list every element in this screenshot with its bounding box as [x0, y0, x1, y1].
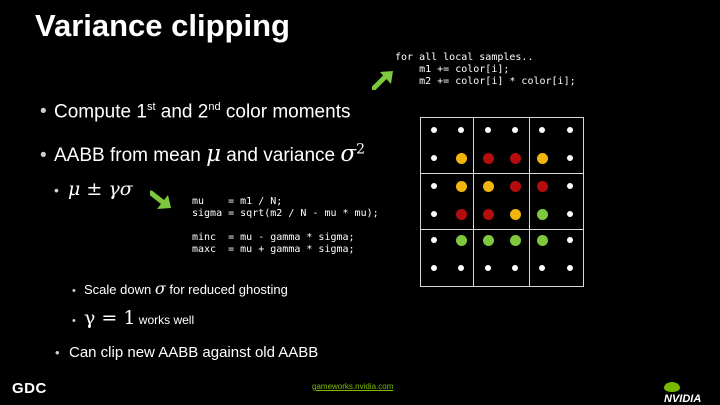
- squared: 2: [356, 141, 365, 158]
- text: and variance: [221, 145, 341, 166]
- bullet-dot: •: [40, 145, 47, 166]
- sample-dot-white: [431, 211, 437, 217]
- grid-line: [421, 173, 583, 174]
- sample-dot-green: [536, 208, 548, 220]
- sample-dot-white: [567, 265, 573, 271]
- formula: μ ± γσ: [68, 178, 133, 200]
- arrow-icon: [372, 71, 393, 90]
- mu-symbol: μ: [206, 141, 222, 167]
- sample-dot-green: [455, 234, 467, 246]
- bullet-dot: •: [40, 101, 47, 123]
- sample-dot-white: [567, 237, 573, 243]
- sample-dot-white: [567, 211, 573, 217]
- sample-dot-red: [509, 180, 521, 192]
- sup-st: st: [146, 101, 156, 113]
- sample-dot-red: [482, 152, 494, 164]
- sample-dot-white: [567, 127, 573, 133]
- sample-dot-white: [539, 127, 545, 133]
- brand-text: NVIDIA: [664, 393, 702, 405]
- code-local-samples: for all local samples.. m1 += color[i]; …: [395, 52, 576, 87]
- text: color moments: [220, 101, 351, 123]
- sample-dot-yellow: [509, 208, 521, 220]
- sample-dot-red: [455, 208, 467, 220]
- sigma-symbol: σ: [154, 279, 166, 298]
- bullet-dot: •: [72, 315, 76, 327]
- sample-dot-white: [567, 183, 573, 189]
- sample-dot-red: [509, 152, 521, 164]
- grid-line: [473, 118, 474, 286]
- nvidia-eye-icon: [664, 382, 680, 393]
- sample-grid: [420, 117, 584, 287]
- sample-dot-yellow: [455, 152, 467, 164]
- grid-line: [421, 229, 583, 230]
- code-mu-sigma: mu = m1 / N; sigma = sqrt(m2 / N - mu * …: [192, 196, 379, 255]
- bullet-gamma-one: • γ = 1 works well: [72, 307, 194, 329]
- bullet-compute-moments: • Compute 1st and 2nd color moments: [40, 101, 350, 123]
- sigma-symbol: σ: [340, 141, 357, 167]
- footer-link[interactable]: gameworks.nvidia.com: [312, 382, 394, 391]
- bullet-mu-gamma-sigma: • μ ± γσ: [54, 178, 133, 201]
- bullet-clip-aabb: • Can clip new AABB against old AABB: [55, 344, 318, 361]
- sample-dot-white: [458, 265, 464, 271]
- sample-dot-green: [509, 234, 521, 246]
- sample-dot-green: [536, 234, 548, 246]
- sample-dot-white: [512, 127, 518, 133]
- sup-nd: nd: [208, 101, 221, 113]
- sample-dot-white: [567, 155, 573, 161]
- formula: γ = 1: [84, 307, 136, 329]
- sample-dot-white: [485, 127, 491, 133]
- sample-dot-white: [431, 155, 437, 161]
- sample-dot-green: [482, 234, 494, 246]
- bullet-dot: •: [55, 345, 60, 360]
- sample-dot-red: [536, 180, 548, 192]
- gdc-logo: GDC: [12, 380, 47, 397]
- sample-dot-yellow: [455, 180, 467, 192]
- bullet-scale-down-sigma: • Scale down σ for reduced ghosting: [72, 279, 288, 298]
- sample-dot-white: [485, 265, 491, 271]
- sample-dot-red: [482, 208, 494, 220]
- sample-dot-white: [431, 127, 437, 133]
- text: Scale down: [84, 282, 155, 297]
- sample-dot-white: [431, 183, 437, 189]
- grid-line: [529, 118, 530, 286]
- bullet-dot: •: [72, 285, 76, 297]
- text: for reduced ghosting: [165, 282, 288, 297]
- text: AABB from mean: [54, 145, 207, 166]
- arrow-icon: [150, 190, 171, 209]
- text: works well: [135, 313, 195, 327]
- sample-dot-white: [431, 237, 437, 243]
- bullet-aabb-mean-variance: • AABB from mean μ and variance σ2: [40, 141, 365, 167]
- sample-dot-white: [539, 265, 545, 271]
- nvidia-logo: NVIDIA: [664, 381, 720, 405]
- slide-title: Variance clipping: [35, 8, 290, 43]
- sample-dot-white: [431, 265, 437, 271]
- text: and 2: [155, 101, 209, 123]
- bullet-dot: •: [54, 182, 59, 198]
- sample-dot-yellow: [536, 152, 548, 164]
- text: Can clip new AABB against old AABB: [69, 344, 319, 361]
- sample-dot-yellow: [482, 180, 494, 192]
- sample-dot-white: [458, 127, 464, 133]
- sample-dot-white: [512, 265, 518, 271]
- text: Compute 1: [54, 101, 147, 123]
